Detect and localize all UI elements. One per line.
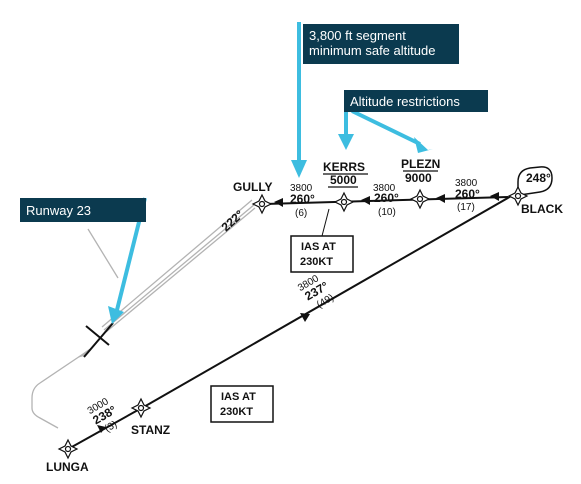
fix-plezn[interactable] [409, 188, 431, 210]
msa-callout-line1: 3,800 ft segment [309, 28, 406, 43]
svg-text:(17): (17) [457, 202, 475, 213]
kerrs-altitude: 5000 [330, 173, 357, 187]
segment-gully-kerrs: 3800 260° (6) [290, 183, 315, 219]
callout-arrows [115, 22, 421, 311]
fix-black[interactable] [507, 185, 529, 207]
runway-callout: Runway 23 [20, 198, 146, 222]
fix-stanz[interactable] [130, 397, 152, 419]
fix-label-black: BLACK [521, 202, 563, 216]
segment-kerrs-plezn: 3800 260° (10) [373, 183, 399, 218]
msa-callout-line2: minimum safe altitude [309, 43, 436, 58]
segment-lunga-stanz: 3000 238° (3) [86, 396, 119, 435]
svg-text:3800: 3800 [290, 183, 313, 194]
fix-lunga[interactable] [57, 438, 79, 460]
svg-text:IAS AT: IAS AT [301, 241, 336, 253]
plezn-altitude: 9000 [405, 171, 432, 185]
speed-box-lower: IAS AT 230KT [210, 385, 274, 423]
runway-approach-paths [31, 199, 256, 429]
grey-path-arrow [77, 349, 89, 358]
altitude-restrictions-callout: Altitude restrictions [344, 90, 488, 112]
holding-pattern [517, 166, 553, 196]
fix-label-kerrs: KERRS [323, 160, 365, 174]
svg-text:IAS AT: IAS AT [221, 391, 256, 403]
msa-callout: 3,800 ft segment minimum safe altitude [303, 24, 459, 64]
svg-text:3800: 3800 [373, 183, 396, 194]
svg-text:230KT: 230KT [220, 406, 253, 418]
svg-text:(10): (10) [378, 207, 396, 218]
fix-label-plezn: PLEZN [401, 157, 440, 171]
svg-text:260°: 260° [290, 192, 315, 206]
fix-gully[interactable] [251, 193, 273, 215]
fix-label-stanz: STANZ [131, 423, 170, 437]
svg-text:3800: 3800 [455, 178, 478, 189]
callout-arrowheads [108, 134, 433, 324]
runway-symbol [83, 322, 114, 358]
fix-kerrs[interactable] [333, 191, 355, 213]
speed-box-upper-leader [321, 208, 330, 237]
fix-label-gully: GULLY [233, 180, 273, 194]
svg-text:(3): (3) [103, 419, 119, 435]
hold-course: 248° [526, 171, 551, 185]
route-arrows [97, 192, 499, 433]
svg-text:(6): (6) [295, 208, 307, 219]
altitude-restrictions-label: Altitude restrictions [350, 94, 460, 109]
speed-box-upper: IAS AT 230KT [290, 235, 354, 273]
runway-label: Runway 23 [26, 203, 92, 218]
segment-plezn-black: 3800 260° (17) [455, 178, 480, 213]
svg-text:260°: 260° [374, 191, 399, 205]
fix-label-lunga: LUNGA [46, 460, 89, 474]
svg-text:230KT: 230KT [300, 256, 333, 268]
svg-text:260°: 260° [455, 187, 480, 201]
